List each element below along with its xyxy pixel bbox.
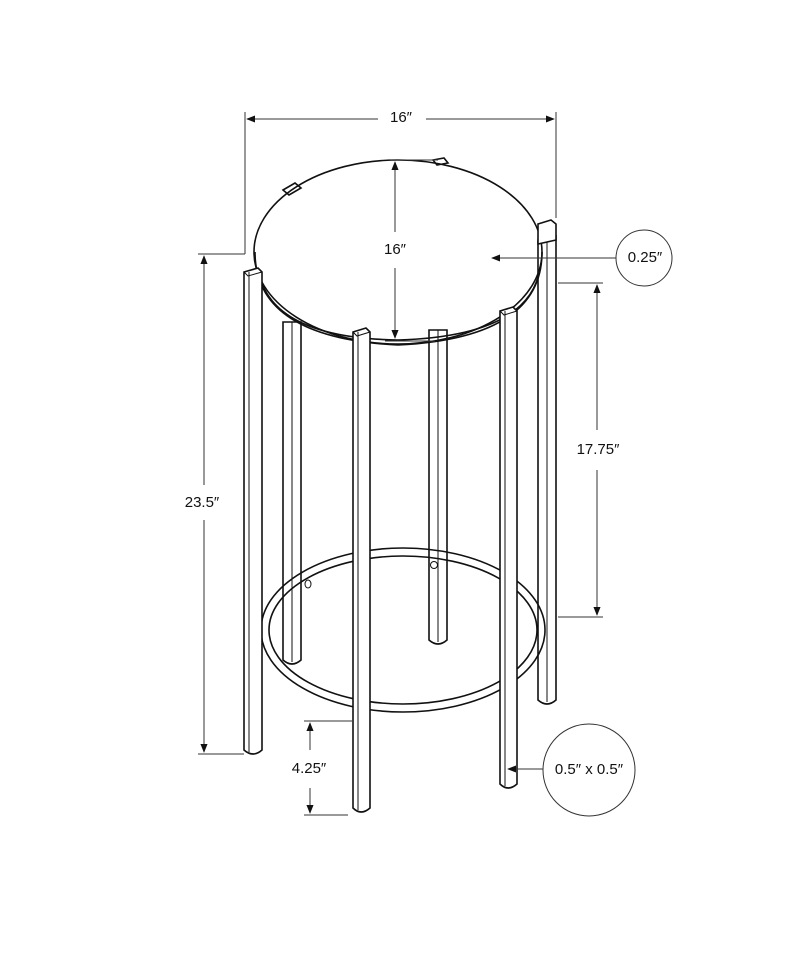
label-top-diameter: 16″ [382, 241, 408, 259]
dimension-leg-size [507, 723, 636, 817]
dimension-top-thickness [491, 229, 673, 287]
dimension-overall-height [198, 253, 245, 755]
label-overall-height: 23.5″ [182, 494, 222, 512]
dimension-clearance [558, 282, 603, 618]
label-ring-height: 4.25″ [289, 760, 329, 778]
front-legs [243, 219, 557, 813]
label-top-thickness: 0.25″ [627, 249, 663, 266]
label-overall-width: 16″ [388, 109, 414, 127]
label-clearance: 17.75″ [574, 441, 622, 459]
dimension-top-diameter [385, 159, 438, 342]
back-legs [282, 235, 557, 705]
dimension-ring-height [304, 720, 352, 816]
dimension-overall-width [244, 112, 557, 254]
label-leg-size: 0.5″ x 0.5″ [554, 761, 624, 778]
